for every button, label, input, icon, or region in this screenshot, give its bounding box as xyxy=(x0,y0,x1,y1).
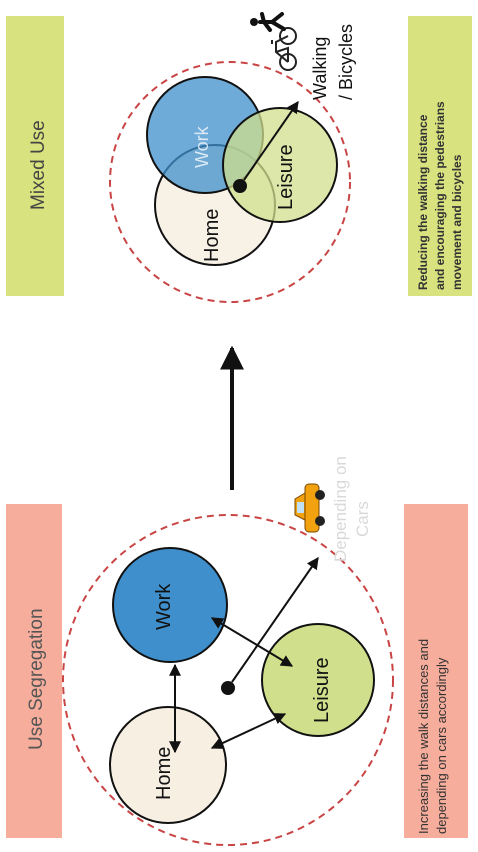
segregation-title: Use Segregation xyxy=(26,608,47,750)
cars-label-line2: Cars xyxy=(353,501,372,537)
work-circle: Work xyxy=(112,547,228,663)
mixed-boundary-ring xyxy=(109,61,351,303)
segregation-center-dot xyxy=(221,681,235,695)
arrow-to-walking xyxy=(243,101,299,181)
car-icon xyxy=(294,483,325,533)
segregation-caption-banner xyxy=(404,504,468,838)
walking-label-line1: Walking xyxy=(310,37,330,100)
segregation-title-banner xyxy=(6,504,62,838)
cars-label-line1: Depending on xyxy=(331,456,350,562)
segregation-boundary-ring xyxy=(62,514,394,846)
mixed-caption-banner xyxy=(408,16,472,296)
arrow-work-leisure xyxy=(210,617,294,667)
walking-label-line2: / Bicycles xyxy=(336,24,356,100)
arrow-to-cars xyxy=(231,557,319,683)
mixed-caption-line1: Reducing the walking distance xyxy=(416,114,430,290)
mixed-caption-line2: and encouraging the pedestrians xyxy=(433,101,447,290)
leisure-label: Leisure xyxy=(311,657,333,723)
segregation-caption-line1: Increasing the walk distances and xyxy=(416,639,431,834)
mixed-home-label: Home xyxy=(201,209,223,262)
home-circle: Home xyxy=(109,706,227,824)
mixed-caption-line3: movement and bicycles xyxy=(450,154,464,290)
mixed-work-label: Work xyxy=(192,125,212,168)
mixed-center-dot xyxy=(233,179,247,193)
leisure-circle: Leisure xyxy=(261,623,375,737)
mixed-leisure-circle: Leisure xyxy=(222,107,338,223)
mixed-title: Mixed Use xyxy=(28,120,49,210)
home-label: Home xyxy=(153,747,175,800)
bicycle-icon xyxy=(271,27,297,71)
mixed-title-banner xyxy=(6,16,64,296)
segregation-caption-line2: depending on cars accordingly xyxy=(434,657,449,834)
pedestrian-icon xyxy=(250,12,286,32)
work-label: Work xyxy=(153,583,175,630)
mixed-leisure-label: Leisure xyxy=(275,144,297,210)
arrow-home-leisure xyxy=(210,713,287,749)
